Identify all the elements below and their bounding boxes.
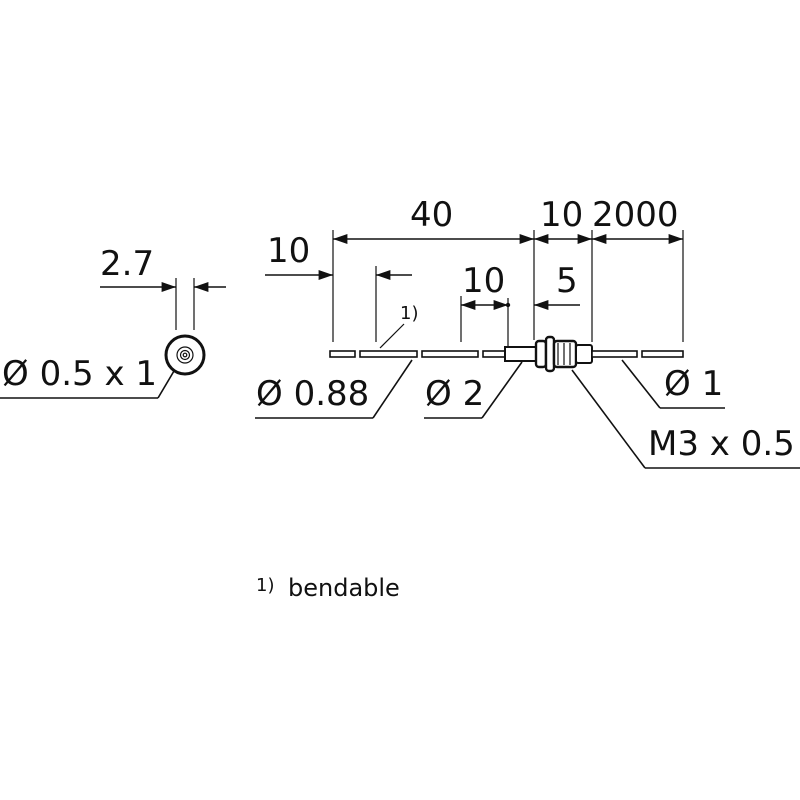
dimension-5-label: 5 [556,261,578,301]
fiber-segment [482,350,506,358]
leader-line [481,361,523,419]
leader-line [379,323,405,349]
bendable-marker: 1) [400,303,418,324]
thread-nut [534,339,548,369]
cable-segment [641,350,684,358]
tip-diameter-label: Ø 0.5 x 1 [2,354,157,394]
footnote-text: bendable [288,574,400,602]
leader-line [621,359,661,409]
footnote: 1) bendable [256,574,400,602]
thread-label: M3 x 0.5 [648,424,795,464]
end-view-core [182,352,188,358]
thread-end [575,344,593,364]
end-view-mid-circle [176,346,194,364]
fiber-segment [329,350,356,358]
end-view: 2.7 Ø 0.5 x 1 [0,244,226,399]
cable-segment [591,350,638,358]
side-view: 40 10 2000 10 10 5 1) [255,195,800,469]
thread-nut [552,339,578,369]
dimension-10-left-label: 10 [267,231,310,271]
dimension-dot [505,302,511,308]
fiber-diameter-label: Ø 0.88 [256,374,369,414]
leader-line [372,359,413,419]
dimension-2-7-label: 2.7 [100,244,154,284]
fiber-segment [359,350,418,358]
leader-line [157,370,175,399]
fiber-segment [421,350,479,358]
end-view-inner-circle [179,349,191,361]
dimension-2000-label: 2000 [592,195,679,235]
end-view-outer-circle [164,334,206,376]
footnote-marker: 1) [256,575,274,596]
sleeve-diameter-label: Ø 2 [425,374,484,414]
dimension-40-label: 40 [410,195,453,235]
cable-diameter-label: Ø 1 [664,364,723,404]
sleeve [504,346,537,362]
dimension-10-top-label: 10 [540,195,583,235]
dimension-10-mid-label: 10 [462,261,505,301]
leader-line [571,369,646,469]
